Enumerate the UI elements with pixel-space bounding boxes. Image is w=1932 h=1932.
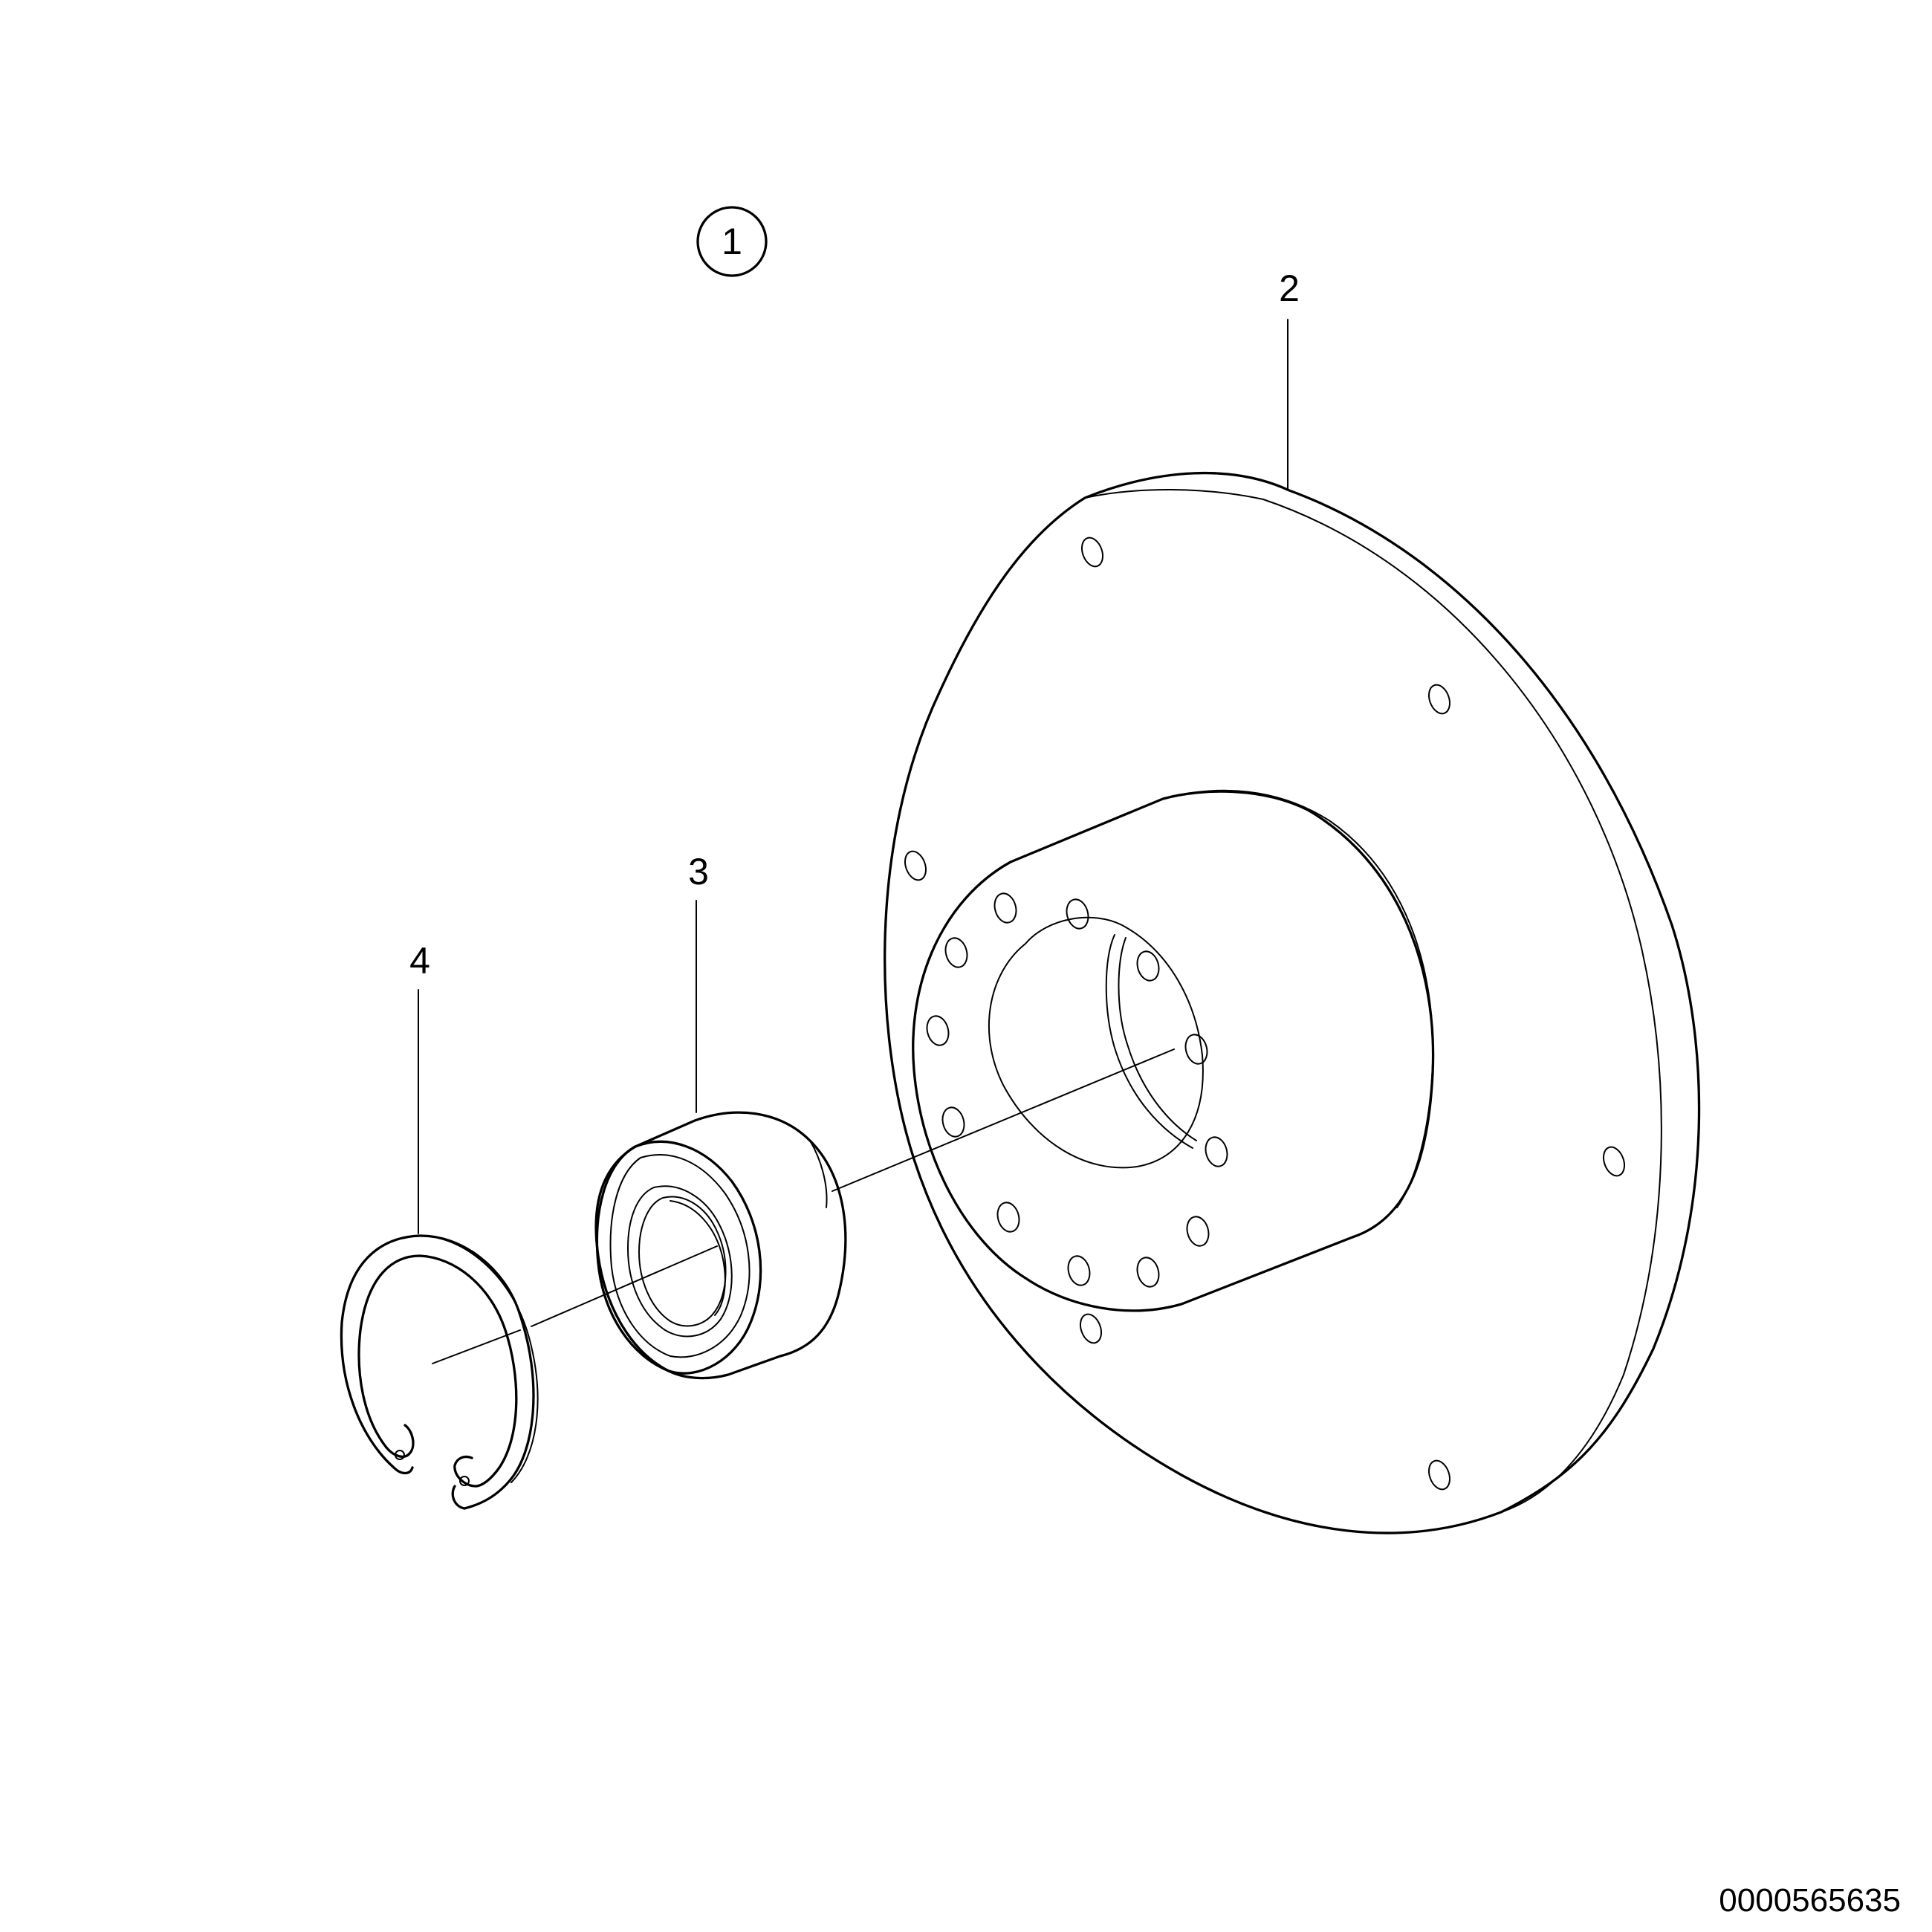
bearing-inner-race (627, 1185, 733, 1338)
callout-2-label: 2 (1279, 268, 1300, 309)
ring-lug-right-tip (451, 1485, 466, 1510)
ring-inner-edge (357, 1254, 518, 1488)
ring-outer-edge-shadow (424, 1235, 539, 1483)
hub-bolt-hole (1186, 1216, 1210, 1247)
callout-4-label: 4 (409, 940, 430, 982)
assembly-axis-line (832, 1048, 1175, 1192)
flange-face-edge (1084, 489, 1662, 1513)
retaining-ring (340, 1234, 539, 1510)
assembly-callout: 1 (696, 206, 768, 277)
hub-bolt-hole (941, 1106, 965, 1138)
flange-bolt-hole (1080, 537, 1104, 568)
flange-bolt-hole (1079, 1313, 1103, 1344)
bearing-outer-edge (809, 1140, 828, 1208)
ring-outer-edge (340, 1234, 535, 1510)
ring-lug-left (385, 1424, 415, 1458)
ring-lug-left-tip (392, 1466, 414, 1475)
flange-bolt-hole (1602, 1146, 1626, 1177)
hub-bolt-hole (944, 937, 968, 968)
assembly-axis-line (531, 1245, 718, 1327)
hub-bolt-hole (993, 892, 1017, 924)
assembly-callout-label: 1 (722, 221, 742, 262)
bearing-front-chamfer (609, 1154, 751, 1358)
hub-boss (912, 790, 1435, 1312)
ring-lug-hole (395, 1450, 405, 1460)
hub-boss-edge (1162, 789, 1434, 1208)
assembly-axis-line (432, 1329, 521, 1364)
bearing-front-face (595, 1140, 762, 1375)
bearing (594, 1111, 847, 1380)
callout-3-label: 3 (688, 851, 709, 892)
hub-bolt-hole (926, 1015, 950, 1046)
flange-bolt-hole (1427, 684, 1451, 715)
hub-bolt-hole (1067, 1255, 1091, 1286)
hub-bolt-hole (1136, 1257, 1160, 1288)
ring-lug-hole (459, 1476, 470, 1486)
hub-bolt-hole (996, 1202, 1020, 1233)
flange-bolt-hole (1427, 1459, 1451, 1491)
hub-bolt-hole (1066, 898, 1089, 930)
bearing-bore-edge (670, 1200, 726, 1316)
hub-bore-shoulder (1105, 934, 1193, 1149)
hub-bolt-hole (1184, 1034, 1208, 1065)
hub-bore (988, 916, 1204, 1169)
bearing-outer-race (594, 1111, 847, 1380)
flange-bolt-hole (904, 850, 927, 881)
document-number: 0000565635 (1719, 1882, 1901, 1919)
hub-bolt-hole (1136, 950, 1160, 982)
callout-3: 3 (688, 851, 709, 1113)
ring-lug-right (453, 1455, 477, 1488)
hub-flange (884, 471, 1701, 1534)
callout-4: 4 (409, 940, 430, 1234)
hub-bore-shoulder (1118, 937, 1197, 1141)
hub-bolt-hole (1205, 1136, 1228, 1167)
bearing-bore (638, 1196, 727, 1327)
callout-2: 2 (1279, 268, 1300, 490)
